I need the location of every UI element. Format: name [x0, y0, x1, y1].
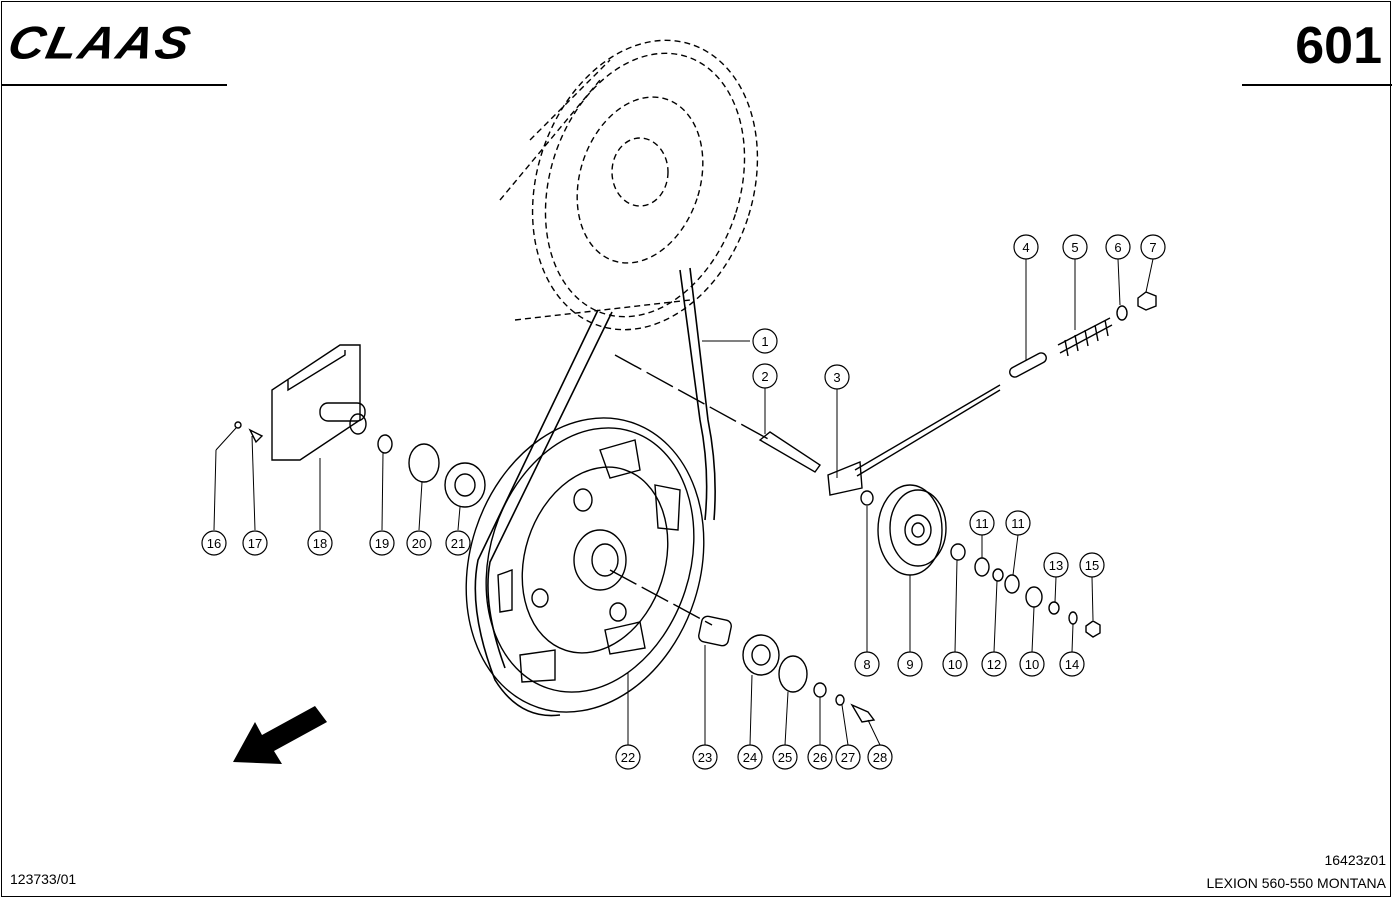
svg-text:28: 28 — [873, 750, 887, 765]
bracket — [271, 344, 367, 461]
washer-16 — [234, 421, 242, 429]
leader-lines — [213, 258, 1154, 746]
direction-arrow — [233, 706, 327, 764]
callout-8: 8 — [854, 651, 880, 677]
svg-text:26: 26 — [813, 750, 827, 765]
svg-text:11: 11 — [975, 516, 989, 531]
idler-pulley — [860, 484, 947, 576]
callout-9: 9 — [897, 651, 923, 677]
svg-text:1: 1 — [761, 334, 768, 349]
callout-26: 26 — [807, 744, 833, 770]
header-rule-right — [1242, 84, 1392, 86]
callout-27: 27 — [835, 744, 861, 770]
callout-22: 22 — [615, 744, 641, 770]
callout-5: 5 — [1062, 234, 1088, 260]
figure-code: 16423z01 — [1324, 852, 1386, 868]
callout-23: 23 — [692, 744, 718, 770]
callout-19: 19 — [369, 530, 395, 556]
callout-1: 1 — [752, 328, 778, 354]
circlip-20 — [408, 443, 440, 483]
svg-text:4: 4 — [1022, 240, 1029, 255]
svg-text:8: 8 — [863, 657, 870, 672]
callout-10b: 10 — [1019, 651, 1045, 677]
callout-24: 24 — [737, 744, 763, 770]
svg-text:12: 12 — [987, 657, 1001, 672]
callout-21: 21 — [445, 530, 471, 556]
callout-6: 6 — [1105, 234, 1131, 260]
svg-text:2: 2 — [761, 369, 768, 384]
svg-text:11: 11 — [1011, 516, 1025, 531]
callout-11b: 11 — [1005, 510, 1031, 536]
svg-text:7: 7 — [1149, 240, 1156, 255]
svg-text:18: 18 — [313, 536, 327, 551]
callout-7: 7 — [1140, 234, 1166, 260]
callout-2: 2 — [752, 363, 778, 389]
callout-3: 3 — [824, 364, 850, 390]
callout-12: 12 — [981, 651, 1007, 677]
svg-text:21: 21 — [451, 536, 465, 551]
callout-20: 20 — [406, 530, 432, 556]
callout-4: 4 — [1013, 234, 1039, 260]
tension-rod — [758, 291, 1157, 496]
svg-text:6: 6 — [1114, 240, 1121, 255]
svg-text:19: 19 — [375, 536, 389, 551]
main-pulley — [465, 417, 705, 713]
svg-text:10: 10 — [1025, 657, 1039, 672]
svg-text:24: 24 — [743, 750, 757, 765]
svg-text:13: 13 — [1049, 558, 1063, 573]
svg-text:3: 3 — [833, 370, 840, 385]
svg-text:22: 22 — [621, 750, 635, 765]
callout-10a: 10 — [942, 651, 968, 677]
drawing-number: 123733/01 — [10, 871, 77, 887]
callout-16: 16 — [201, 530, 227, 556]
header-rule-left — [1, 84, 227, 86]
callout-18: 18 — [307, 530, 333, 556]
ring-19 — [377, 434, 393, 454]
upper-pulley-dashed — [499, 39, 759, 331]
svg-text:27: 27 — [841, 750, 855, 765]
svg-text:17: 17 — [248, 536, 262, 551]
svg-text:10: 10 — [948, 657, 962, 672]
svg-text:16: 16 — [207, 536, 221, 551]
bearing-21 — [444, 462, 486, 508]
callout-13: 13 — [1043, 552, 1069, 578]
callout-25: 25 — [772, 744, 798, 770]
svg-text:9: 9 — [906, 657, 913, 672]
svg-text:5: 5 — [1071, 240, 1078, 255]
callout-17: 17 — [242, 530, 268, 556]
callout-11a: 11 — [969, 510, 995, 536]
svg-text:25: 25 — [778, 750, 792, 765]
callout-15: 15 — [1079, 552, 1105, 578]
svg-text:23: 23 — [698, 750, 712, 765]
callout-14: 14 — [1059, 651, 1085, 677]
model-name: LEXION 560-550 MONTANA — [1206, 875, 1386, 891]
svg-text:15: 15 — [1085, 558, 1099, 573]
svg-text:14: 14 — [1065, 657, 1079, 672]
callout-28: 28 — [867, 744, 893, 770]
bolt-17 — [248, 428, 264, 444]
page-number: 601 — [1295, 17, 1382, 75]
svg-text:20: 20 — [412, 536, 426, 551]
